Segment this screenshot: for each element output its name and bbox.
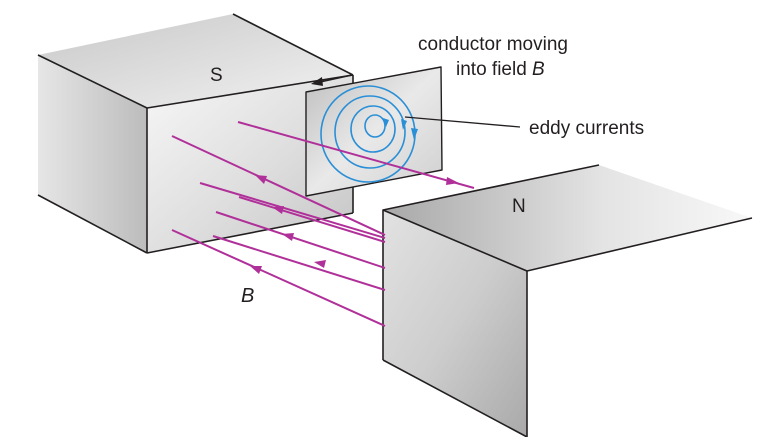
north-magnet: N [382,164,753,437]
field-line-5 [215,211,386,269]
conductor-label-line2: into field B [456,59,545,80]
south-magnet-top-face [38,14,353,108]
eddy-ring-2 [334,95,406,169]
eddy-arrowhead-mid [401,119,407,130]
conductor-label-text: into field [456,59,532,80]
south-magnet-side-face [38,55,147,253]
motion-arrow [311,74,353,86]
north-pole-label: N [512,196,526,217]
eddy-leader-line [404,116,521,128]
field-line-6 [212,235,386,291]
field-line-3 [199,182,386,239]
eddy-ring-inner [364,114,386,138]
south-magnet: S [37,13,354,254]
north-magnet-front-face [383,210,527,437]
eddy-arrowhead-inner [383,118,389,127]
field-line-2 [171,135,386,236]
conductor-label-symbol: B [532,59,545,80]
field-line-4 [238,196,386,243]
field-lines [171,121,475,327]
eddy-currents [320,85,418,183]
south-magnet-front-face [147,75,353,253]
conductor-plate [305,66,443,197]
south-pole-label: S [210,65,223,86]
eddy-ring-3 [350,105,396,153]
conductor-label-line1: conductor moving [418,34,568,55]
conductor-plate-face [305,66,443,197]
eddy-arrowhead-outer [411,128,418,140]
field-line-7 [171,229,386,327]
field-b-label: B [241,285,254,307]
field-line-1 [237,121,475,189]
eddy-currents-label: eddy currents [529,118,644,139]
